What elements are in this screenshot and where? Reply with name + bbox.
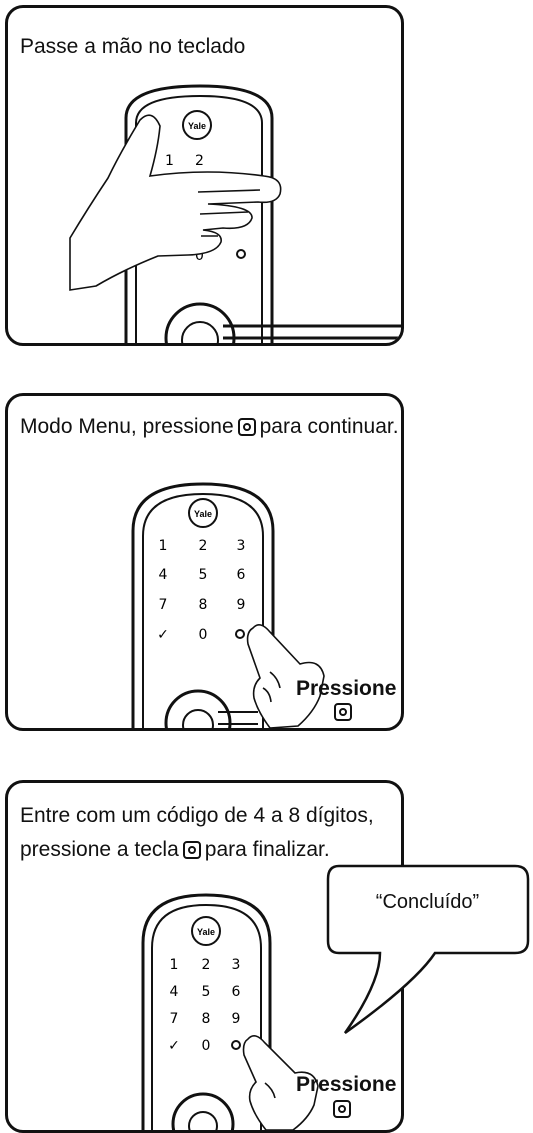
panel-1: Passe a mão no teclado Yale 1 2 0: [5, 5, 404, 346]
key-1: 1: [170, 957, 179, 973]
instruction-line-2: pressione a tecla para finalizar.: [20, 833, 393, 867]
instruction-text-after: para finalizar.: [204, 838, 330, 861]
key-4: 4: [159, 567, 168, 583]
panel-2-instruction: Modo Menu, pressione para continuar.: [20, 410, 399, 444]
panel-3-instruction: Entre com um código de 4 a 8 dígitos, pr…: [20, 799, 393, 867]
gear-icon: [231, 1040, 241, 1050]
hand-icon: [242, 1035, 319, 1130]
gear-icon: [236, 249, 246, 259]
key-8: 8: [202, 1011, 211, 1027]
check-icon: ✓: [168, 1038, 180, 1054]
brand-text: Yale: [197, 927, 215, 937]
instruction-text-before: pressione a tecla: [20, 838, 179, 861]
hand-icon: [69, 114, 282, 291]
speech-bubble-text: “Concluído”: [375, 891, 480, 913]
key-4: 4: [170, 984, 179, 1000]
hand-icon: [246, 624, 325, 728]
key-0: 0: [195, 248, 204, 264]
key-0: 0: [202, 1038, 211, 1054]
gear-icon: [334, 703, 352, 721]
key-3: 3: [232, 957, 241, 973]
key-8: 8: [199, 597, 208, 613]
panel-2: Modo Menu, pressione para continuar. Yale…: [5, 393, 404, 731]
key-3: 3: [237, 538, 246, 554]
yale-logo: [188, 498, 218, 528]
key-7: 7: [159, 597, 168, 613]
key-1: 1: [165, 153, 174, 169]
instruction-text-after: para continuar.: [259, 415, 399, 438]
key-5: 5: [199, 567, 208, 583]
speech-bubble-icon: [326, 864, 530, 1035]
yale-logo: [191, 916, 221, 946]
key-6: 6: [232, 984, 241, 1000]
press-label: Pressione: [296, 677, 397, 700]
key-2: 2: [202, 957, 211, 973]
lock-illustration-2: Yale 1 2 3 4 5 6 7 8 9 ✓ 0: [131, 482, 325, 728]
key-7: 7: [170, 1011, 179, 1027]
key-2: 2: [195, 153, 204, 169]
key-9: 9: [232, 1011, 241, 1027]
panel-1-instruction: Passe a mão no teclado: [20, 35, 246, 58]
brand-text: Yale: [194, 509, 212, 519]
gear-icon: [182, 841, 201, 859]
lock-illustration-1: Yale 1 2 0: [69, 84, 401, 343]
gear-icon: [333, 1100, 351, 1118]
key-1: 1: [159, 538, 168, 554]
press-label: Pressione: [296, 1073, 397, 1096]
gear-icon: [235, 629, 245, 639]
key-5: 5: [202, 984, 211, 1000]
instruction-text-before: Modo Menu, pressione: [20, 415, 234, 438]
key-0: 0: [199, 627, 208, 643]
key-2: 2: [199, 538, 208, 554]
key-9: 9: [237, 597, 246, 613]
check-icon: ✓: [157, 627, 169, 643]
key-6: 6: [237, 567, 246, 583]
yale-logo: [182, 110, 212, 140]
brand-text: Yale: [188, 121, 206, 131]
panel-3: Entre com um código de 4 a 8 dígitos, pr…: [5, 780, 404, 1133]
speech-bubble: “Concluído”: [325, 863, 533, 1043]
instruction-line-1: Entre com um código de 4 a 8 dígitos,: [20, 804, 374, 827]
lock-illustration-3: Yale 1 2 3 4 5 6 7 8 9 ✓ 0: [141, 893, 319, 1130]
gear-icon: [237, 418, 256, 436]
